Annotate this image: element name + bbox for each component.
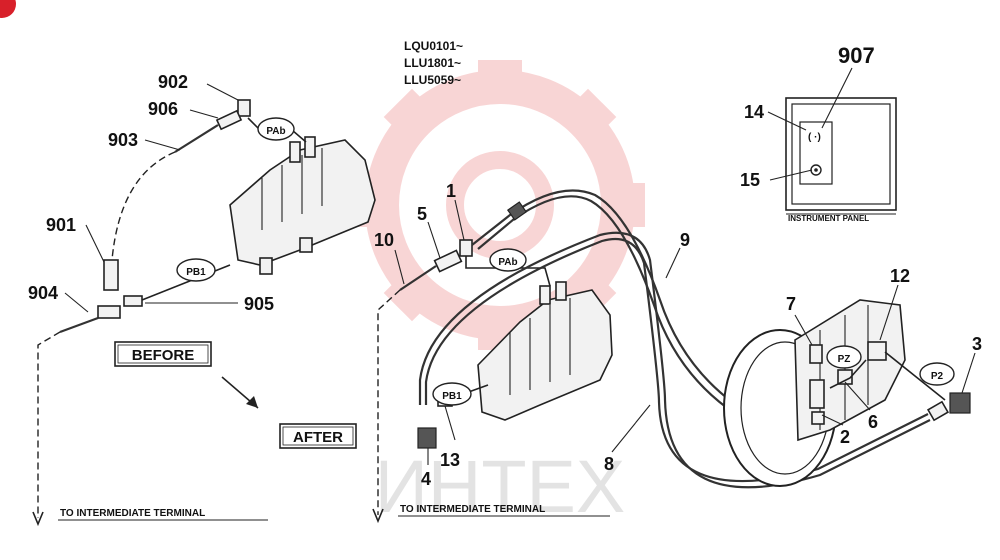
label-14: 14 (744, 102, 764, 122)
after-box: AFTER (279, 423, 357, 449)
label-6: 6 (868, 412, 878, 432)
label-905: 905 (244, 294, 274, 314)
switch-10 (399, 265, 437, 291)
label-13: 13 (440, 450, 460, 470)
arrow-terminal-left (32, 511, 44, 527)
caption-instrument-panel: INSTRUMENT PANEL (788, 214, 869, 223)
fitting-901 (97, 305, 121, 319)
watermark-text: ИНТЕХ (375, 445, 626, 528)
serial-1: LQU0101~ (404, 39, 463, 53)
instrument-panel: ( ·) (785, 97, 897, 215)
port-p2: P2 (919, 362, 955, 386)
hose-9-inner (477, 195, 777, 438)
label-10: 10 (374, 230, 394, 250)
label-8: 8 (604, 454, 614, 474)
label-3: 3 (972, 334, 982, 354)
port-pab-after: PAb (489, 248, 527, 272)
label-907: 907 (838, 43, 875, 68)
before-box: BEFORE (114, 341, 212, 367)
fitting-3 (949, 392, 971, 414)
port-pb1-after: PB1 (432, 382, 472, 406)
caption-terminal-left: TO INTERMEDIATE TERMINAL (60, 508, 205, 519)
port-pb1-before: PB1 (176, 258, 216, 282)
control-valve-after (477, 281, 613, 421)
line-p2 (884, 351, 946, 401)
pump-assembly (723, 299, 946, 487)
port-pz: PZ (826, 345, 862, 369)
label-1: 1 (446, 181, 456, 201)
label-12: 12 (890, 266, 910, 286)
svg-text:AFTER: AFTER (293, 429, 343, 446)
label-9: 9 (680, 230, 690, 250)
label-15: 15 (740, 170, 760, 190)
label-903: 903 (108, 130, 138, 150)
label-7: 7 (786, 294, 796, 314)
caption-terminal-right: TO INTERMEDIATE TERMINAL (400, 504, 545, 515)
switch-901 (103, 259, 119, 291)
wire-903 (111, 151, 176, 261)
wire-to-terminal-left (37, 331, 61, 518)
label-906: 906 (148, 99, 178, 119)
hose-8 (418, 231, 931, 489)
elbow-1 (459, 239, 473, 257)
label-904: 904 (28, 283, 58, 303)
label-2: 2 (840, 427, 850, 447)
label-5: 5 (417, 204, 427, 224)
label-902: 902 (158, 72, 188, 92)
serial-2: LLU1801~ (404, 56, 461, 70)
adapter-906 (215, 109, 243, 131)
corner-badge (0, 0, 16, 18)
serial-3: LLU5059~ (404, 73, 461, 87)
svg-text:PB1: PB1 (186, 267, 206, 278)
svg-text:PAb: PAb (266, 126, 285, 137)
svg-text:PAb: PAb (498, 257, 517, 268)
label-901: 901 (46, 215, 76, 235)
adapter-5 (433, 249, 463, 273)
svg-text:PB1: PB1 (442, 391, 462, 402)
svg-text:( ·): ( ·) (808, 132, 821, 143)
svg-text:BEFORE: BEFORE (132, 347, 195, 364)
control-valve-before (229, 136, 376, 275)
wire-to-terminal-right (377, 289, 401, 515)
svg-text:P2: P2 (931, 371, 944, 382)
hose-903 (174, 124, 219, 153)
fitting-4 (417, 427, 437, 449)
label-4: 4 (421, 469, 431, 489)
fitting-905 (123, 295, 143, 307)
svg-text:PZ: PZ (838, 354, 851, 365)
arrow-terminal-right (372, 508, 384, 524)
hose-904 (59, 316, 99, 334)
hose-8-inner (424, 237, 929, 483)
port-pab-before: PAb (257, 117, 295, 141)
elbow-902 (237, 99, 251, 117)
